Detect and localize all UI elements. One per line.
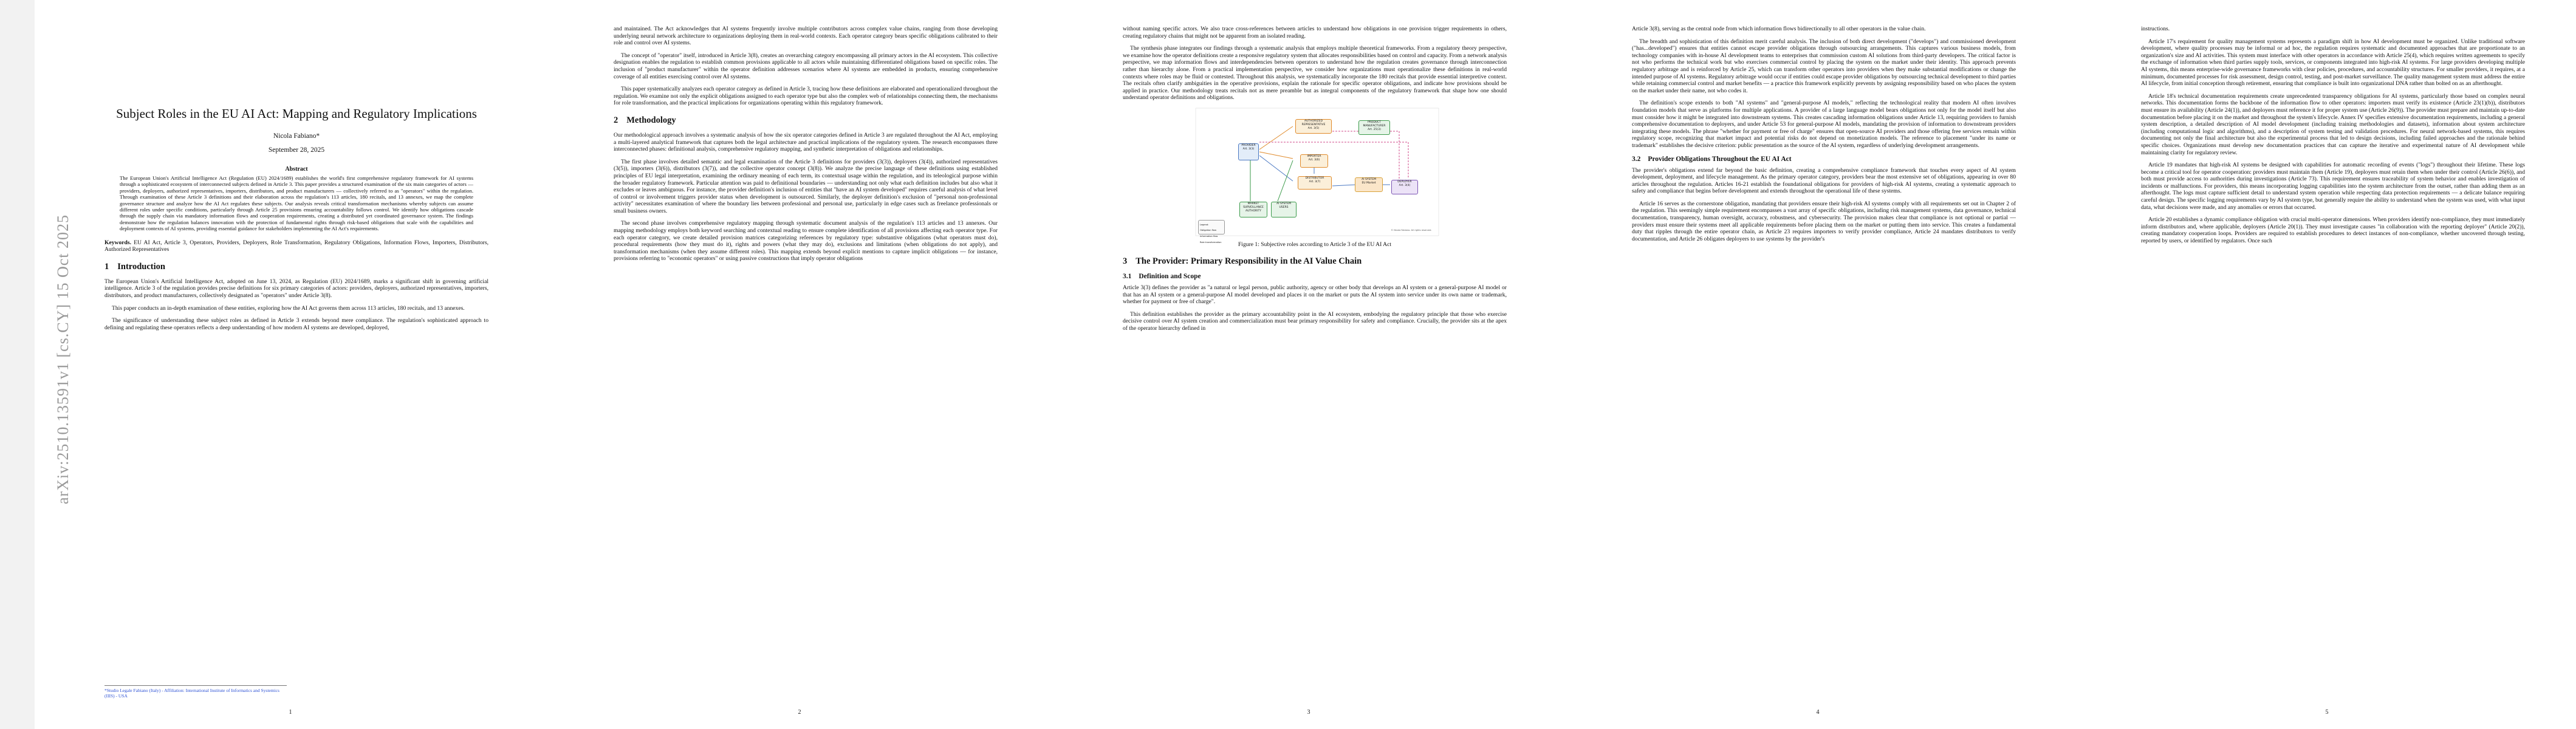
paragraph: Article 19 mandates that high-risk AI sy… bbox=[2141, 162, 2525, 211]
paragraph: This paper systematically analyzes each … bbox=[614, 86, 998, 107]
page-4: Article 3(8), serving as the central nod… bbox=[1562, 0, 2074, 729]
paragraph: The significance of understanding these … bbox=[104, 317, 488, 331]
flow-line bbox=[1259, 155, 1293, 182]
figure-legend: Legend: Obligation flow Information flow… bbox=[1198, 219, 1225, 244]
paragraph: This definition establishes the provider… bbox=[1123, 310, 1507, 332]
paragraph: instructions. bbox=[2141, 26, 2170, 32]
arxiv-stamp: arXiv:2510.13591v1 [cs.CY] 15 Oct 2025 bbox=[54, 214, 72, 504]
node-authorized-representative: AUTHORIZED REPRESENTATIVE Art. 3(5) bbox=[1295, 118, 1332, 134]
page-5-content: instructions. Article 17's requirement f… bbox=[2141, 26, 2525, 693]
paragraph: The European Union's Artificial Intellig… bbox=[104, 278, 488, 299]
page-1: arXiv:2510.13591v1 [cs.CY] 15 Oct 2025 S… bbox=[35, 0, 546, 729]
page-number: 5 bbox=[2325, 709, 2329, 716]
role-transformation-line bbox=[1259, 142, 1409, 179]
paragraph: Article 3(3) defines the provider as "a … bbox=[1123, 284, 1507, 306]
paragraph: The first phase involves detailed semant… bbox=[614, 158, 998, 214]
page-2: and maintained. The Act acknowledges tha… bbox=[544, 0, 1055, 729]
figure-1: PROVIDER Art. 3(3) AUTHORIZED REPRESENTA… bbox=[1123, 107, 1507, 244]
date: September 28, 2025 bbox=[268, 146, 325, 154]
paragraph: Article 17's requirement for quality man… bbox=[2141, 38, 2525, 87]
node-product-manufacturer: PRODUCT MANUFACTURER Art. 25(3) bbox=[1358, 120, 1390, 135]
paragraph: The definition's scope extends to both "… bbox=[1632, 100, 2016, 149]
node-market-surveillance-authority: MARKET SURVEILLANCE AUTHORITY bbox=[1239, 201, 1267, 217]
paragraph: Article 18's technical documentation req… bbox=[2141, 92, 2525, 156]
paragraph: This paper conducts an in-depth examinat… bbox=[112, 304, 465, 312]
paragraph: Our methodological approach involves a s… bbox=[614, 131, 998, 153]
page-3-content: without naming specific actors. We also … bbox=[1123, 26, 1507, 693]
page-number: 1 bbox=[289, 709, 292, 716]
page-2-content: and maintained. The Act acknowledges tha… bbox=[614, 26, 998, 693]
paragraph: The second phase involves comprehensive … bbox=[614, 220, 998, 262]
paragraph: and maintained. The Act acknowledges tha… bbox=[614, 26, 998, 47]
paragraph: The provider's obligations extend far be… bbox=[1632, 166, 2016, 195]
author: Nicola Fabiano* bbox=[273, 132, 320, 140]
paragraph: Article 3(8), serving as the central nod… bbox=[1632, 26, 1926, 32]
paragraph: The concept of "operator" itself, introd… bbox=[614, 52, 998, 80]
page-number: 2 bbox=[798, 709, 801, 716]
paragraph: without naming specific actors. We also … bbox=[1123, 26, 1507, 39]
abstract: The European Union's Artificial Intellig… bbox=[120, 175, 473, 232]
footnote: *Studio Legale Fabiano (Italy) - Affilia… bbox=[104, 685, 287, 699]
flow-line bbox=[1259, 151, 1293, 159]
paragraph: The synthesis phase integrates our findi… bbox=[1123, 45, 1507, 101]
node-provider: PROVIDER Art. 3(3) bbox=[1238, 143, 1259, 160]
paragraph: The breadth and sophistication of this d… bbox=[1632, 38, 2016, 94]
page-number: 3 bbox=[1307, 709, 1310, 716]
figure-credit: © Nicola Fabiano. All rights reserved. bbox=[1391, 228, 1432, 231]
node-importer: IMPORTER Art. 3(6) bbox=[1300, 154, 1328, 168]
flow-line bbox=[1277, 160, 1293, 202]
figure-caption: Figure 1: Subjective roles according to … bbox=[1238, 241, 1392, 248]
abstract-heading: Abstract bbox=[285, 166, 308, 173]
role-transformation-line bbox=[1332, 131, 1400, 179]
node-deployer: DEPLOYER Art. 3(4) bbox=[1391, 179, 1418, 194]
page-5: instructions. Article 17's requirement f… bbox=[2071, 0, 2576, 729]
node-ai-system-market: AI SYSTEM EU Market bbox=[1355, 177, 1383, 192]
paragraph: Article 16 serves as the cornerstone obl… bbox=[1632, 200, 2016, 242]
page-1-content: Subject Roles in the EU AI Act: Mapping … bbox=[104, 106, 488, 693]
node-distributor: DISTRIBUTOR Art. 3(7) bbox=[1298, 176, 1332, 190]
node-ai-system-users: AI SYSTEM USERS bbox=[1271, 201, 1297, 217]
flow-line bbox=[1259, 126, 1293, 150]
page-3: without naming specific actors. We also … bbox=[1053, 0, 1564, 729]
keywords: Keywords. EU AI Act, Article 3, Operator… bbox=[104, 239, 488, 253]
flow-line bbox=[1332, 184, 1357, 187]
paper-title: Subject Roles in the EU AI Act: Mapping … bbox=[116, 106, 477, 121]
footnote-link[interactable]: *Studio Legale Fabiano (Italy) - Affilia… bbox=[104, 688, 279, 699]
paragraph: Article 20 establishes a dynamic complia… bbox=[2141, 216, 2525, 245]
page-number: 4 bbox=[1816, 709, 1820, 716]
page-4-content: Article 3(8), serving as the central nod… bbox=[1632, 26, 2016, 693]
